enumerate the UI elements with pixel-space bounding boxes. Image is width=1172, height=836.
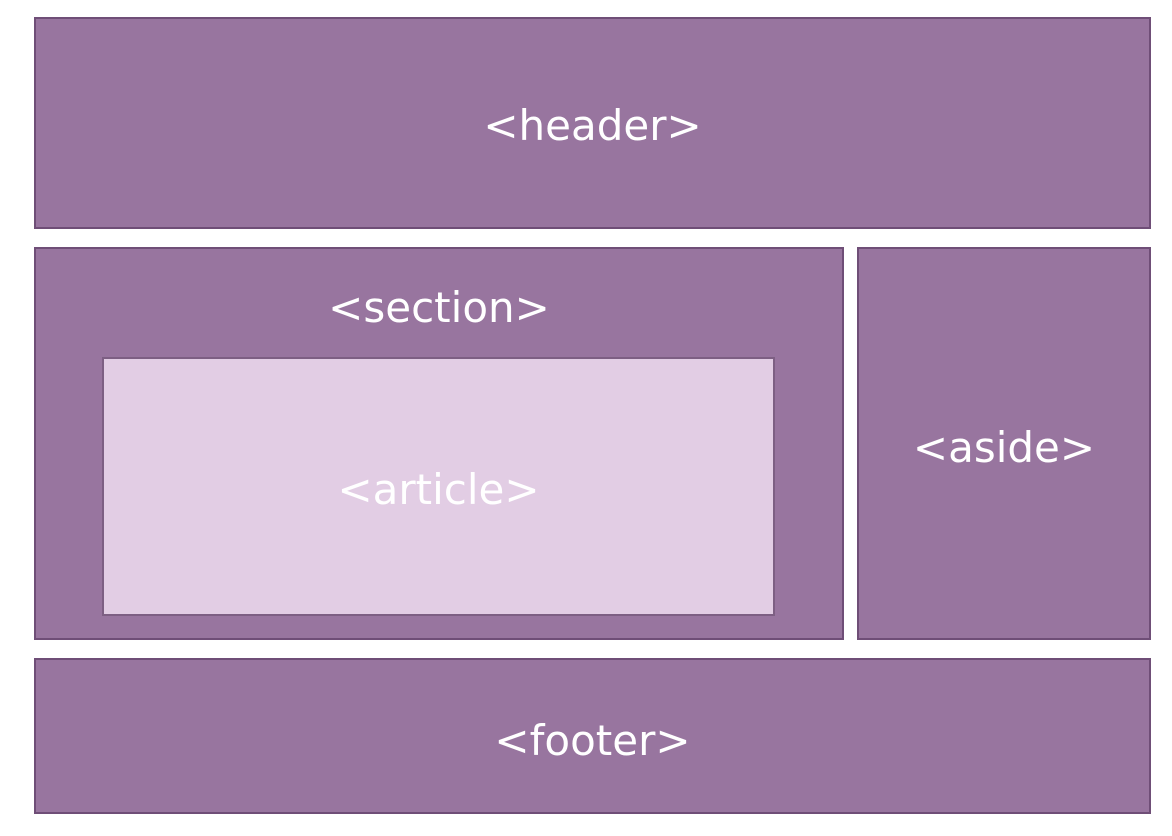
article-label: <article> — [337, 465, 540, 514]
aside-label: <aside> — [912, 423, 1096, 472]
header-block: <header> — [34, 17, 1151, 229]
article-block: <article> — [102, 357, 775, 616]
footer-block: <footer> — [34, 658, 1151, 814]
footer-label: <footer> — [494, 716, 691, 765]
section-label: <section> — [328, 283, 550, 332]
header-label: <header> — [483, 101, 702, 150]
aside-block: <aside> — [857, 247, 1151, 640]
